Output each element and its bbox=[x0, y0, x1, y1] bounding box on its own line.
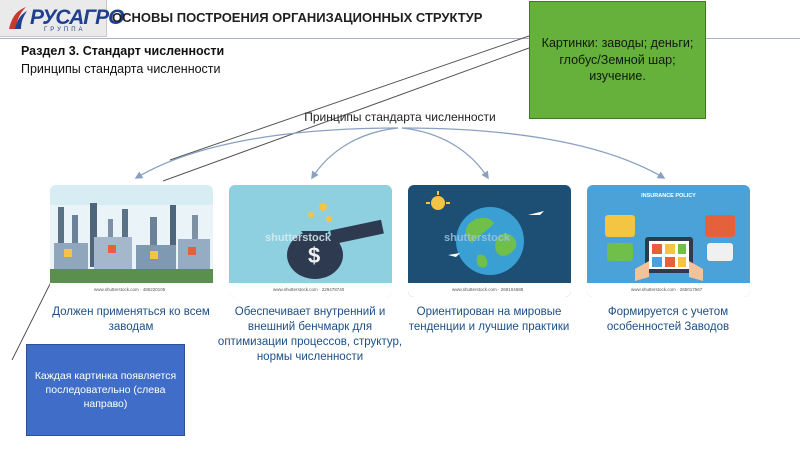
arrow-to-card-3 bbox=[401, 127, 489, 180]
money-bag-illustration-icon: $ bbox=[229, 185, 392, 297]
card-1-watermark: www.shutterstock.com · 486220105 bbox=[94, 287, 166, 292]
tablet-study-illustration-icon bbox=[587, 185, 750, 297]
card-4-banner: INSURANCE POLICY bbox=[641, 193, 696, 199]
blue-sticky-note: Каждая картинка появляется последователь… bbox=[26, 344, 185, 436]
card-study: INSURANCE POLICY www.shutterstock.com · … bbox=[587, 185, 750, 297]
card-3-caption: Ориентирован на мировые тенденции и лучш… bbox=[408, 306, 570, 333]
card-1-caption: Должен применяться ко всем заводам bbox=[52, 306, 210, 333]
card-factories: www.shutterstock.com · 486220105 bbox=[50, 185, 213, 297]
logo-emblem-icon bbox=[9, 7, 27, 29]
arrow-to-card-4 bbox=[401, 127, 666, 179]
center-label: Принципы стандарта численности bbox=[304, 110, 496, 124]
green-sticky-note: Картинки: заводы; деньги; глобус/Земной … bbox=[529, 1, 706, 119]
company-logo: РУСАГРО bbox=[30, 6, 124, 29]
header-divider bbox=[0, 38, 800, 39]
section-subtitle: Принципы стандарта численности bbox=[21, 62, 221, 76]
card-4-watermark: www.shutterstock.com · 265017567 bbox=[631, 287, 703, 292]
card-money: $ shutterstock www.shutterstock.com · 22… bbox=[229, 185, 392, 297]
company-logo-subtitle: ГРУППА bbox=[44, 27, 86, 33]
card-4-caption: Формируется с учетом особенностей Заводо… bbox=[606, 306, 730, 333]
card-3-watermark: www.shutterstock.com · 269104688 bbox=[452, 287, 524, 292]
svg-text:$: $ bbox=[308, 243, 320, 268]
arrow-to-card-1 bbox=[134, 127, 399, 179]
green-note-pointer-line-1 bbox=[162, 47, 530, 182]
card-2-caption: Обеспечивает внутренний и внешний бенчма… bbox=[217, 306, 403, 363]
card-globe: shutterstock www.shutterstock.com · 2691… bbox=[408, 185, 571, 297]
green-note-pointer-line-2 bbox=[169, 35, 530, 161]
globe-illustration-icon bbox=[408, 185, 571, 297]
factory-illustration-icon bbox=[50, 185, 213, 297]
card-2-overlay-watermark: shutterstock bbox=[265, 232, 332, 244]
arrow-to-card-2 bbox=[311, 127, 399, 180]
page-header-title: ОСНОВЫ ПОСТРОЕНИЯ ОРГАНИЗАЦИОННЫХ СТРУКТ… bbox=[112, 10, 483, 25]
section-title: Раздел 3. Стандарт численности bbox=[21, 44, 225, 58]
card-3-overlay-watermark: shutterstock bbox=[444, 232, 511, 244]
card-2-watermark: www.shutterstock.com · 229478740 bbox=[273, 287, 345, 292]
